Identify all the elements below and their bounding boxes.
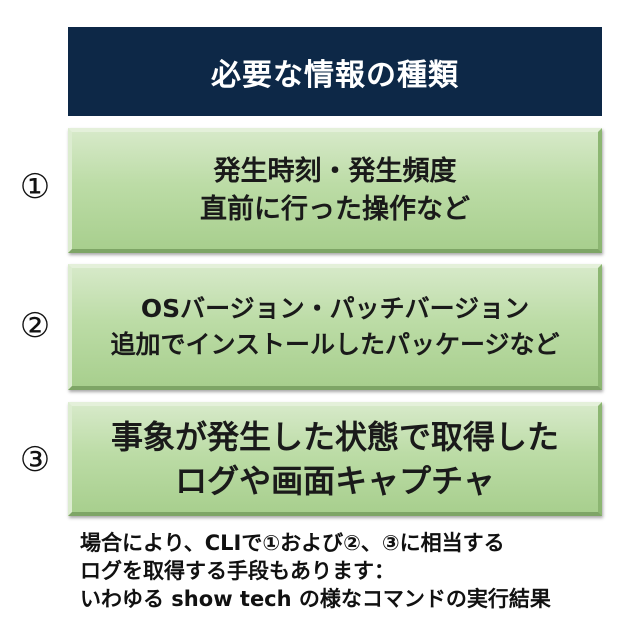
header-title-text: 必要な情報の種類 xyxy=(211,57,459,93)
footnote-line-2: ログを取得する手段もあります： xyxy=(80,559,395,583)
info-box-2-line-1: OSバージョン・パッチバージョン xyxy=(140,294,530,323)
info-box-2: OSバージョン・パッチバージョン 追加でインストールしたパッケージなど xyxy=(68,264,602,390)
footnote-line-3: いわゆる show tech の様なコマンドの実行結果 xyxy=(80,587,551,611)
header-title: 必要な情報の種類 xyxy=(68,27,602,116)
info-box-1-line-2: 直前に行った操作など xyxy=(200,193,470,225)
item-number-1: ① xyxy=(19,167,51,207)
info-box-3-line-1: 事象が発生した状態で取得した xyxy=(110,418,559,456)
item-number-2: ② xyxy=(19,306,51,346)
footnote-line-1: 場合により、CLIで①および②、③に相当する xyxy=(80,531,505,555)
footnote: 場合により、CLIで①および②、③に相当する ログを取得する手段もあります： い… xyxy=(80,529,625,613)
info-box-1-line-1: 発生時刻・発生頻度 xyxy=(213,155,457,187)
info-box-3: 事象が発生した状態で取得した ログや画面キャプチャ xyxy=(68,402,602,516)
item-number-3: ③ xyxy=(19,440,51,480)
info-box-1: 発生時刻・発生頻度 直前に行った操作など xyxy=(68,128,602,253)
info-box-3-line-2: ログや画面キャプチャ xyxy=(175,462,495,500)
info-box-2-line-2: 追加でインストールしたパッケージなど xyxy=(110,330,560,359)
